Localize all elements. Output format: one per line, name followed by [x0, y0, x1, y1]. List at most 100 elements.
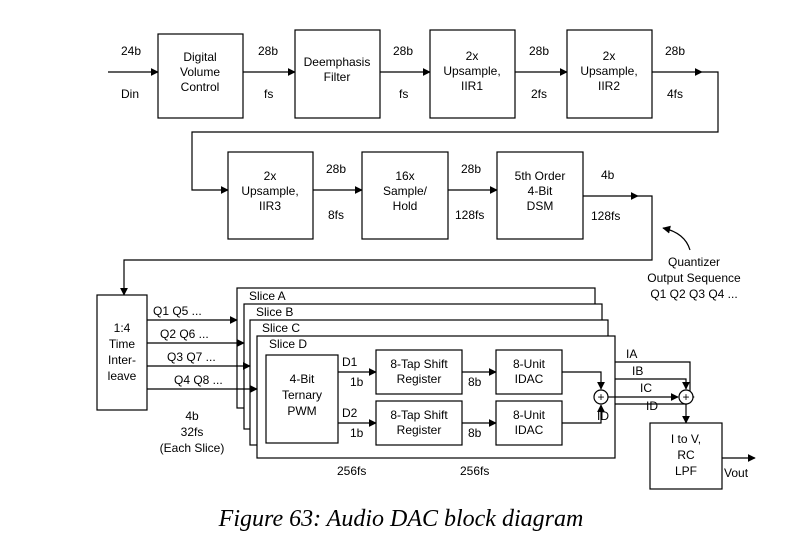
slice-b-label: Slice B — [256, 305, 293, 319]
interleave-line4: leave — [108, 369, 137, 383]
slice-a-label: Slice A — [249, 289, 286, 303]
interleave-line2: Time — [109, 337, 136, 351]
quantizer-line1: Quantizer — [668, 255, 720, 269]
q26-label: Q2 Q6 ... — [160, 327, 209, 341]
deemph-line1: Deemphasis — [304, 55, 371, 69]
dsm-line2: 4-Bit — [528, 184, 553, 198]
deemphasis-filter-block — [294, 29, 381, 119]
d1-width: 1b — [350, 375, 364, 389]
pwm-line2: Ternary — [282, 388, 322, 402]
sh-out-width: 28b — [461, 162, 481, 176]
iv-rc-lpf-block — [649, 422, 723, 490]
ia-label: IA — [626, 347, 637, 361]
sh-line3: Hold — [393, 199, 418, 213]
sh-line1: 16x — [395, 169, 414, 183]
slice-sum-plus: + — [597, 390, 604, 404]
quantizer-line3: Q1 Q2 Q3 Q4 ... — [650, 287, 737, 301]
idac2-to-sum-wire — [562, 404, 605, 424]
shift2-line2: Register — [397, 423, 442, 437]
ternary-pwm-block — [265, 354, 339, 444]
slice-width-label: 4b — [185, 409, 199, 423]
idac-1-block — [495, 349, 563, 395]
each-slice-label: (Each Slice) — [160, 441, 225, 455]
dvc-out-width: 28b — [258, 44, 278, 58]
idac2-line1: 8-Unit — [513, 408, 546, 422]
d2-width: 1b — [350, 426, 364, 440]
slice-c-label: Slice C — [262, 321, 300, 335]
deemph-out-rate: fs — [399, 87, 408, 101]
shift1-line1: 8-Tap Shift — [390, 357, 448, 371]
total-sum-plus: + — [682, 390, 689, 404]
iir3-line1: 2x — [264, 169, 277, 183]
dvc-line3: Control — [181, 80, 220, 94]
lpf-line1: I to V, — [671, 432, 701, 446]
slice-d-label: Slice D — [269, 337, 307, 351]
interleave-line3: Inter- — [108, 353, 136, 367]
dvc-line2: Volume — [180, 65, 220, 79]
input-width-label: 24b — [121, 44, 141, 58]
idac1-line1: 8-Unit — [513, 357, 546, 371]
iir1-block — [429, 29, 516, 119]
din-label: Din — [121, 87, 139, 101]
iir3-out-width: 28b — [326, 162, 346, 176]
slice-rate-label: 32fs — [181, 425, 204, 439]
d1-label: D1 — [342, 355, 358, 369]
iir1-line2: Upsample, — [443, 64, 500, 78]
iir2-line1: 2x — [603, 49, 616, 63]
deemph-line2: Filter — [324, 70, 351, 84]
shift1-out-width: 8b — [468, 375, 482, 389]
dsm-line3: DSM — [527, 199, 554, 213]
iir2-block — [566, 29, 653, 119]
iir3-block — [227, 151, 314, 240]
idac2-line2: IDAC — [515, 423, 544, 437]
sh-line2: Sample/ — [383, 184, 428, 198]
iir1-out-rate: 2fs — [531, 87, 547, 101]
q48-label: Q4 Q8 ... — [174, 373, 223, 387]
idac1-line2: IDAC — [515, 372, 544, 386]
iir1-line3: IIR1 — [461, 79, 483, 93]
deemph-out-width: 28b — [393, 44, 413, 58]
figure-caption: Figure 63: Audio DAC block diagram — [218, 506, 584, 532]
iir1-line1: 2x — [466, 49, 479, 63]
shift-register-2-block — [375, 400, 463, 446]
interleave-line1: 1:4 — [114, 321, 131, 335]
lpf-line3: LPF — [675, 464, 697, 478]
idac-2-block — [495, 400, 563, 446]
iir2-line3: IIR2 — [598, 79, 620, 93]
dsm-block — [496, 151, 584, 240]
idac1-to-sum-wire — [562, 371, 605, 390]
d2-label: D2 — [342, 406, 358, 420]
iir2-out-rate: 4fs — [667, 87, 683, 101]
ib-wire — [615, 378, 690, 390]
quantizer-line2: Output Sequence — [647, 271, 741, 285]
dvc-line1: Digital — [183, 50, 216, 64]
q37-label: Q3 Q7 ... — [167, 350, 216, 364]
iir3-out-rate: 8fs — [328, 208, 344, 222]
iir2-line2: Upsample, — [580, 64, 637, 78]
ib-label: IB — [632, 364, 643, 378]
dsm-out-width: 4b — [601, 168, 615, 182]
sh-out-rate: 128fs — [455, 208, 484, 222]
sample-hold-block — [361, 151, 449, 240]
ic-label: IC — [640, 381, 652, 395]
pwm-line3: PWM — [287, 404, 316, 418]
shift1-line2: Register — [397, 372, 442, 386]
iir3-line2: Upsample, — [241, 184, 298, 198]
time-interleave-block — [96, 294, 148, 411]
q15-label: Q1 Q5 ... — [153, 304, 202, 318]
idac-clock-rate-label: 256fs — [460, 464, 489, 478]
shift2-out-width: 8b — [468, 426, 482, 440]
dsm-out-rate: 128fs — [591, 209, 620, 223]
shift2-line1: 8-Tap Shift — [390, 408, 448, 422]
lpf-line2: RC — [677, 448, 695, 462]
row1-to-row2-wire — [191, 71, 719, 194]
dsm-line1: 5th Order — [515, 169, 566, 183]
shift-clock-rate-label: 256fs — [337, 464, 366, 478]
shift-register-1-block — [375, 349, 463, 395]
dvc-out-rate: fs — [264, 87, 273, 101]
pwm-line1: 4-Bit — [290, 372, 315, 386]
quantizer-pointer-arrow — [662, 225, 691, 251]
vout-label: Vout — [724, 466, 749, 480]
row2-to-row3-wire — [120, 195, 653, 296]
